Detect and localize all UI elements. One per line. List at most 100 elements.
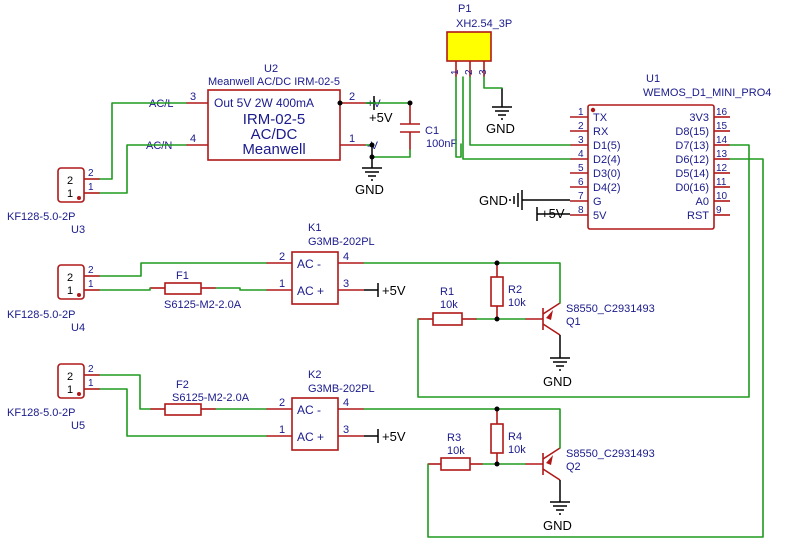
u3-pin2: 2 — [88, 168, 94, 179]
u1-pin-label: D6(12) — [675, 154, 709, 166]
header-p1: P1 XH2.54_3P 1 2 3 — [446, 3, 512, 77]
u1-pin-number: 9 — [716, 205, 722, 216]
u2-body — [207, 89, 341, 161]
k1-ac-plus: AC + — [297, 284, 324, 298]
u1-pin-number: 6 — [578, 177, 584, 188]
resistor-r3: R3 10k — [428, 432, 483, 471]
gnd-label-3: GND — [479, 193, 508, 208]
u5-pin2: 2 — [88, 364, 94, 375]
f1-ref: F1 — [176, 270, 189, 282]
u1-ref: U1 — [646, 73, 660, 85]
gnd-symbol-q2: GND — [543, 480, 572, 533]
vcc-label-u1: +5V — [541, 206, 565, 221]
u2-pin2: 2 — [349, 91, 355, 103]
net-ac-n: AC/N — [146, 140, 172, 152]
gnd-symbol-u2: GND — [355, 145, 384, 197]
u3-body-pin1: 1 — [67, 188, 73, 200]
u1-pin-number: 2 — [578, 121, 584, 132]
r1-value: 10k — [440, 299, 458, 311]
p1-pin1: 1 — [450, 69, 461, 75]
capacitor-c1: C1 100nF — [400, 103, 457, 150]
u1-pin-number: 15 — [716, 121, 728, 132]
k1-pin4: 4 — [343, 251, 349, 263]
header-body — [446, 31, 492, 62]
c1-ref: C1 — [425, 125, 439, 137]
r4-value: 10k — [508, 444, 526, 456]
r4-ref: R4 — [508, 431, 522, 443]
u1-pin-number: 8 — [578, 205, 584, 216]
transistor-q2: S8550_C2931493 Q2 — [525, 447, 655, 481]
gnd-label-4: GND — [543, 374, 572, 389]
u2-label-model: IRM-02-5 — [243, 111, 306, 128]
u2-pin1: 1 — [349, 133, 355, 145]
u4-pin1: 1 — [88, 279, 94, 290]
connector-u3: 2 1 2 1 KF128-5.0-2P U3 — [7, 167, 100, 236]
u1-pin-number: 3 — [578, 135, 584, 146]
k2-value: G3MB-202PL — [308, 383, 375, 395]
u3-value: KF128-5.0-2P — [7, 211, 75, 223]
u1-value: WEMOS_D1_MINI_PRO4 — [643, 87, 771, 99]
wires — [99, 76, 764, 538]
u1-pin-label: TX — [593, 112, 608, 124]
u1-pin-number: 10 — [716, 191, 728, 202]
k1-ref: K1 — [308, 222, 321, 234]
pin1-marker — [590, 107, 596, 113]
r2-value: 10k — [508, 297, 526, 309]
r3-value: 10k — [447, 445, 465, 457]
u4-value: KF128-5.0-2P — [7, 309, 75, 321]
k1-ac-minus: AC - — [297, 257, 321, 271]
k2-vcc: +5V — [382, 429, 406, 444]
k1-value: G3MB-202PL — [308, 236, 375, 248]
p1-pin3: 3 — [478, 69, 489, 75]
vcc-symbol-u1: +5V — [536, 206, 570, 221]
k2-pin1: 1 — [279, 424, 285, 436]
u1-pin-label: RX — [593, 126, 609, 138]
u2-value: Meanwell AC/DC IRM-02-5 — [208, 76, 340, 88]
u3-ref: U3 — [71, 224, 85, 236]
transistor-q1: S8550_C2931493 Q1 — [525, 302, 655, 336]
resistor-r2: R2 10k — [490, 263, 526, 319]
u1-pin-number: 12 — [716, 163, 728, 174]
q2-value: S8550_C2931493 — [566, 448, 655, 460]
u1-pin-number: 13 — [716, 149, 728, 160]
u1-pin-label: 3V3 — [689, 112, 709, 124]
u2-spec: Out 5V 2W 400mA — [214, 96, 314, 110]
u5-pin1: 1 — [88, 378, 94, 389]
u5-value: KF128-5.0-2P — [7, 407, 75, 419]
u1-pin-label: D5(14) — [675, 168, 709, 180]
q2-ref: Q2 — [566, 461, 581, 473]
u1-pin-number: 5 — [578, 163, 584, 174]
gnd-symbol-u1: GND — [479, 190, 570, 210]
u2-pin4: 4 — [190, 133, 196, 145]
u3-body-pin2: 2 — [67, 175, 73, 187]
k1-vcc: +5V — [382, 283, 406, 298]
q1-value: S8550_C2931493 — [566, 303, 655, 315]
u1-pin-label: RST — [687, 210, 709, 222]
u1-pin-number: 16 — [716, 107, 728, 118]
f1-value: S6125-M2-2.0A — [164, 299, 242, 311]
fuse-f2: F2 S6125-M2-2.0A — [150, 379, 250, 416]
r2-ref: R2 — [508, 284, 522, 296]
u1-body — [587, 104, 715, 230]
u5-ref: U5 — [71, 420, 85, 432]
fuse-f1: F1 S6125-M2-2.0A — [150, 270, 242, 311]
r3-ref: R3 — [447, 432, 461, 444]
f2-ref: F2 — [176, 379, 189, 391]
relay-k2: K2 G3MB-202PL AC - AC + 2 1 4 3 +5V — [266, 369, 406, 451]
resistor-r1: R1 10k — [418, 286, 477, 326]
u4-body-pin1: 1 — [67, 285, 73, 297]
net-ac-l: AC/L — [149, 98, 173, 110]
u1-pin-label: 5V — [593, 210, 607, 222]
gnd-label-1: GND — [355, 182, 384, 197]
connector-u5: 2 1 2 1 KF128-5.0-2P U5 — [7, 363, 100, 432]
k2-ac-minus: AC - — [297, 403, 321, 417]
u2-ref: U2 — [264, 63, 278, 75]
gnd-symbol-p1: GND — [486, 88, 515, 136]
u1-pin-number: 7 — [578, 191, 584, 202]
u1-pin-number: 4 — [578, 149, 584, 160]
u1-pin-label: D1(5) — [593, 140, 621, 152]
c1-value: 100nF — [426, 138, 457, 150]
vcc-label: +5V — [369, 110, 393, 125]
